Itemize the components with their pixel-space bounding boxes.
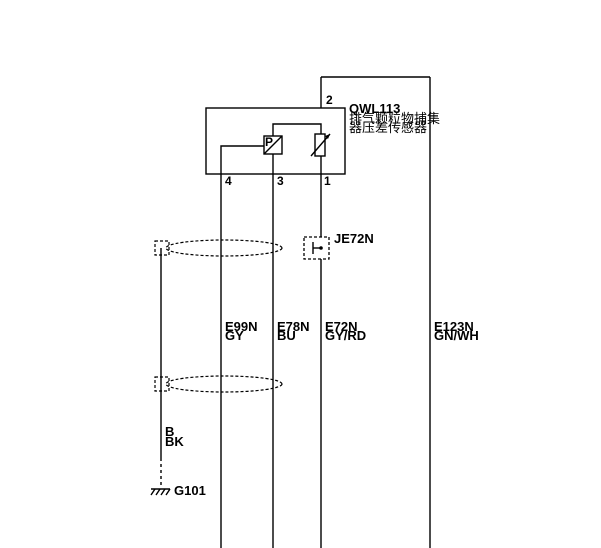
- wire-label-e99n-color: GY: [225, 328, 244, 343]
- pin-label-2: 2: [326, 93, 333, 107]
- ground-icon: [150, 488, 171, 496]
- sensor-component: P: [205, 107, 346, 175]
- pressure-sensor-icon: P: [263, 135, 283, 155]
- pin-label-3: 3: [277, 174, 284, 188]
- shield-upper: [154, 239, 283, 257]
- variable-resistor-icon: [310, 133, 331, 157]
- component-id: QWL113: [349, 101, 400, 116]
- component-name-line1: 排气颗粒物捕集: [349, 111, 440, 127]
- splice-je72n: [303, 236, 330, 260]
- pin-label-1: 1: [324, 174, 331, 188]
- wire-label-e123n-color: GN/WH: [434, 328, 479, 343]
- drain-color: BK: [165, 434, 184, 449]
- splice-id: JE72N: [334, 231, 374, 246]
- wire-label-e123n-circuit: E123N: [434, 319, 474, 334]
- wire-label-e78n-color: BU: [277, 328, 296, 343]
- ground-id: G101: [174, 483, 206, 498]
- drain-circuit: B: [165, 424, 174, 439]
- wire-label-e72n-circuit: E72N: [325, 319, 358, 334]
- pin-label-4: 4: [225, 174, 232, 188]
- component-name-line2: 器压差传感器: [349, 120, 427, 136]
- wire-label-e72n-color: GY/RD: [325, 328, 366, 343]
- wire-label-e78n-circuit: E78N: [277, 319, 310, 334]
- harness-frame: [320, 76, 431, 548]
- wire-label-e99n-circuit: E99N: [225, 319, 258, 334]
- sensor-symbol: P: [265, 135, 273, 149]
- shield-lower: [154, 375, 283, 393]
